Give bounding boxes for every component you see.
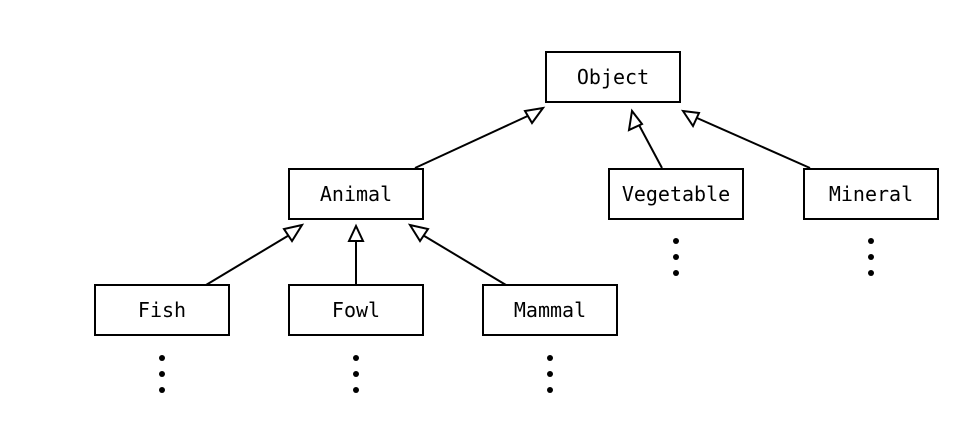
node-label-vegetable: Vegetable xyxy=(622,182,730,206)
node-mammal: Mammal xyxy=(482,284,618,336)
node-box xyxy=(288,168,424,220)
edge-mammal-to-animal xyxy=(407,223,507,286)
ellipsis-dot xyxy=(673,238,679,244)
vertical-ellipsis-icon xyxy=(159,355,165,393)
node-label-animal: Animal xyxy=(320,182,392,206)
hollow-arrowhead-icon xyxy=(523,106,546,125)
hollow-arrowhead-icon xyxy=(407,223,430,243)
vertical-ellipsis-icon xyxy=(673,238,679,276)
edge-line xyxy=(420,233,507,286)
ellipsis-dot xyxy=(547,387,553,393)
edge-line xyxy=(638,124,663,169)
hollow-arrowhead-icon xyxy=(680,109,701,129)
node-box xyxy=(288,284,424,336)
edge-fowl-to-animal xyxy=(347,223,365,285)
node-box xyxy=(803,168,939,220)
hollow-arrowhead-icon xyxy=(282,223,305,243)
edge-animal-to-object xyxy=(414,106,546,169)
node-animal: Animal xyxy=(288,168,424,220)
ellipsis-dot xyxy=(673,270,679,276)
edge-mineral-to-object xyxy=(680,109,811,169)
ellipsis-dot xyxy=(353,387,359,393)
node-label-fish: Fish xyxy=(138,298,186,322)
edge-line xyxy=(414,113,533,169)
ellipsis-dot xyxy=(159,371,165,377)
continuation-marks xyxy=(159,238,874,393)
edge-fish-to-animal xyxy=(205,223,305,286)
node-box xyxy=(608,168,744,220)
ellipsis-dot xyxy=(547,355,553,361)
ellipsis-dot xyxy=(159,355,165,361)
edge-line xyxy=(696,117,811,169)
ellipsis-dot xyxy=(868,254,874,260)
node-label-mineral: Mineral xyxy=(829,182,913,206)
inheritance-edges xyxy=(205,106,811,286)
vertical-ellipsis-icon xyxy=(547,355,553,393)
node-object: Object xyxy=(545,51,681,103)
ellipsis-dot xyxy=(868,238,874,244)
node-fish: Fish xyxy=(94,284,230,336)
vertical-ellipsis-icon xyxy=(353,355,359,393)
node-box xyxy=(94,284,230,336)
ellipsis-dot xyxy=(353,355,359,361)
ellipsis-dot xyxy=(673,254,679,260)
ellipsis-dot xyxy=(868,270,874,276)
node-label-mammal: Mammal xyxy=(514,298,586,322)
hollow-arrowhead-icon xyxy=(627,108,644,132)
node-fowl: Fowl xyxy=(288,284,424,336)
node-box xyxy=(482,284,618,336)
node-mineral: Mineral xyxy=(803,168,939,220)
node-vegetable: Vegetable xyxy=(608,168,744,220)
edge-vegetable-to-object xyxy=(627,108,663,169)
node-label-object: Object xyxy=(577,65,649,89)
hollow-arrowhead-icon xyxy=(347,223,365,242)
node-label-fowl: Fowl xyxy=(332,298,380,322)
edge-line xyxy=(205,233,292,286)
ellipsis-dot xyxy=(547,371,553,377)
ellipsis-dot xyxy=(159,387,165,393)
ellipsis-dot xyxy=(353,371,359,377)
vertical-ellipsis-icon xyxy=(868,238,874,276)
node-box xyxy=(545,51,681,103)
